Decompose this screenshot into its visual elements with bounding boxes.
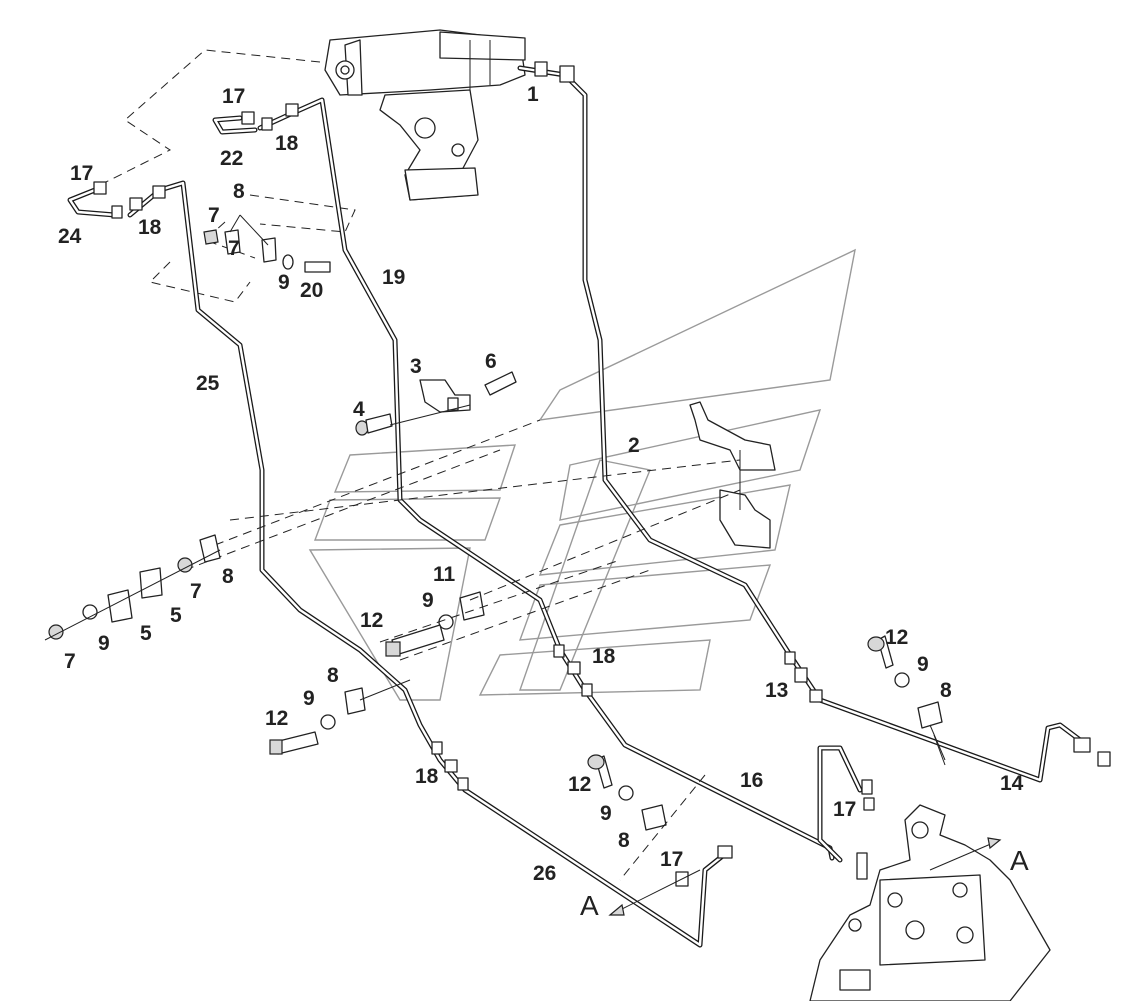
callout-8b: 8: [222, 565, 234, 588]
clamp-3-group: [355, 371, 517, 436]
callout-7a: 7: [208, 204, 220, 227]
callout-17c: 17: [833, 798, 856, 821]
clamp-left-group: [44, 419, 541, 641]
callout-26: 26: [533, 862, 556, 885]
callout-8d: 8: [940, 679, 952, 702]
callout-25: 25: [196, 372, 220, 395]
clamp-11-group: [379, 559, 651, 661]
callout-19: 19: [382, 266, 405, 289]
pipe-24: [67, 187, 118, 218]
pipe-1: [517, 65, 1083, 783]
callout-20: 20: [300, 279, 323, 302]
callout-24: 24: [58, 225, 82, 248]
callout-9e: 9: [917, 653, 929, 676]
callout-17a: 17: [222, 85, 245, 108]
callout-5a: 5: [140, 622, 152, 645]
main-valve-bottom-right: [809, 804, 1051, 1001]
callout-8a: 8: [233, 180, 245, 203]
callout-12c: 12: [885, 626, 908, 649]
callout-8e: 8: [618, 829, 630, 852]
callout-18c: 18: [592, 645, 616, 668]
view-mark-a-left: A: [580, 890, 599, 921]
callout-4: 4: [353, 398, 365, 421]
control-valve-top: [324, 29, 526, 201]
upper-clamp-hardware: [203, 214, 331, 273]
callout-6: 6: [485, 350, 497, 373]
clamp-lower-center-group: [587, 754, 706, 881]
callout-11: 11: [433, 563, 456, 586]
callout-17b: 17: [70, 162, 93, 185]
pipe-25: [127, 180, 733, 948]
fittings: [93, 61, 1111, 887]
callout-9f: 9: [600, 802, 612, 825]
callout-12a: 12: [360, 609, 383, 632]
callout-2: 2: [628, 434, 640, 457]
callout-12b: 12: [265, 707, 288, 730]
callout-5b: 5: [170, 604, 182, 627]
pipe-19: [257, 97, 835, 861]
callout-7d: 7: [228, 237, 240, 260]
callout-9d: 9: [303, 687, 315, 710]
callout-7c: 7: [64, 650, 76, 673]
callout-9a: 9: [278, 271, 290, 294]
callout-9c: 9: [422, 589, 434, 612]
pipe-17-return: [817, 745, 863, 863]
callout-14: 14: [1000, 772, 1024, 795]
callout-8c: 8: [327, 664, 339, 687]
clamp-right-group: [867, 635, 946, 761]
callout-12d: 12: [568, 773, 591, 796]
callout-18b: 18: [138, 216, 162, 239]
callout-22: 22: [220, 147, 243, 170]
clamp-lower-left-group: [269, 679, 411, 755]
callout-1: 1: [527, 83, 539, 106]
callout-16: 16: [740, 769, 763, 792]
bracket-2: [229, 401, 776, 601]
callout-labels: 1 2 3 4 5 5 6 7 7 7 7 8 8 8 8 8 8 9 9 9 …: [58, 83, 1029, 921]
pipe-22: [212, 115, 258, 135]
callout-3: 3: [410, 355, 422, 378]
callout-7b: 7: [190, 580, 202, 603]
callout-17d: 17: [660, 848, 683, 871]
watermark-logo: [308, 248, 856, 701]
section-a-marks: [608, 734, 1002, 916]
callout-9b: 9: [98, 632, 110, 655]
callout-18a: 18: [275, 132, 299, 155]
callout-18d: 18: [415, 765, 439, 788]
view-mark-a-right: A: [1010, 845, 1029, 876]
callout-13: 13: [765, 679, 788, 702]
